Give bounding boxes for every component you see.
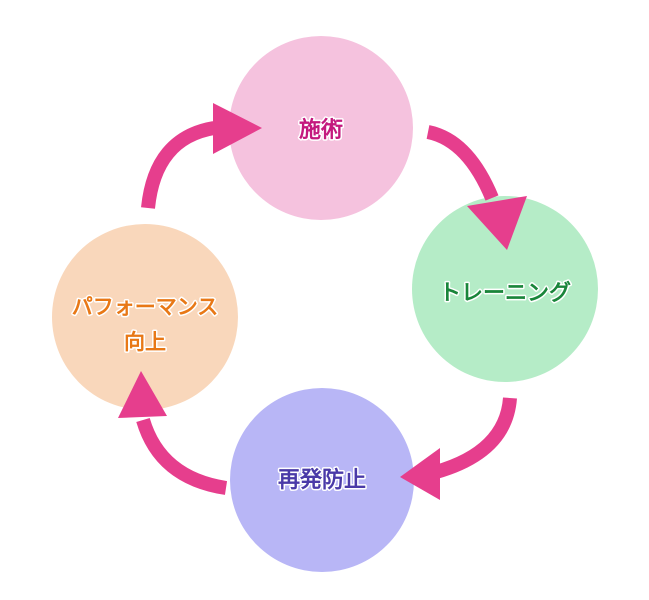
node-label-training: トレーニング [439,280,571,306]
arrow-performance-to-treatment [141,103,262,209]
node-circle-performance [52,224,238,410]
node-label-prevention: 再発防止 [278,468,366,493]
node-label-performance-line1: パフォーマンス [72,295,219,319]
arrow-prevention-to-performance [118,371,228,495]
node-circle-prevention [230,388,414,572]
node-circle-treatment [229,36,413,220]
arrow-training-to-prevention [400,397,517,500]
node-label-treatment: 施術 [299,117,343,143]
node-label-performance-line2: 向上 [124,330,166,354]
arrow-treatment-to-training [426,125,527,250]
node-circle-training [412,196,598,382]
